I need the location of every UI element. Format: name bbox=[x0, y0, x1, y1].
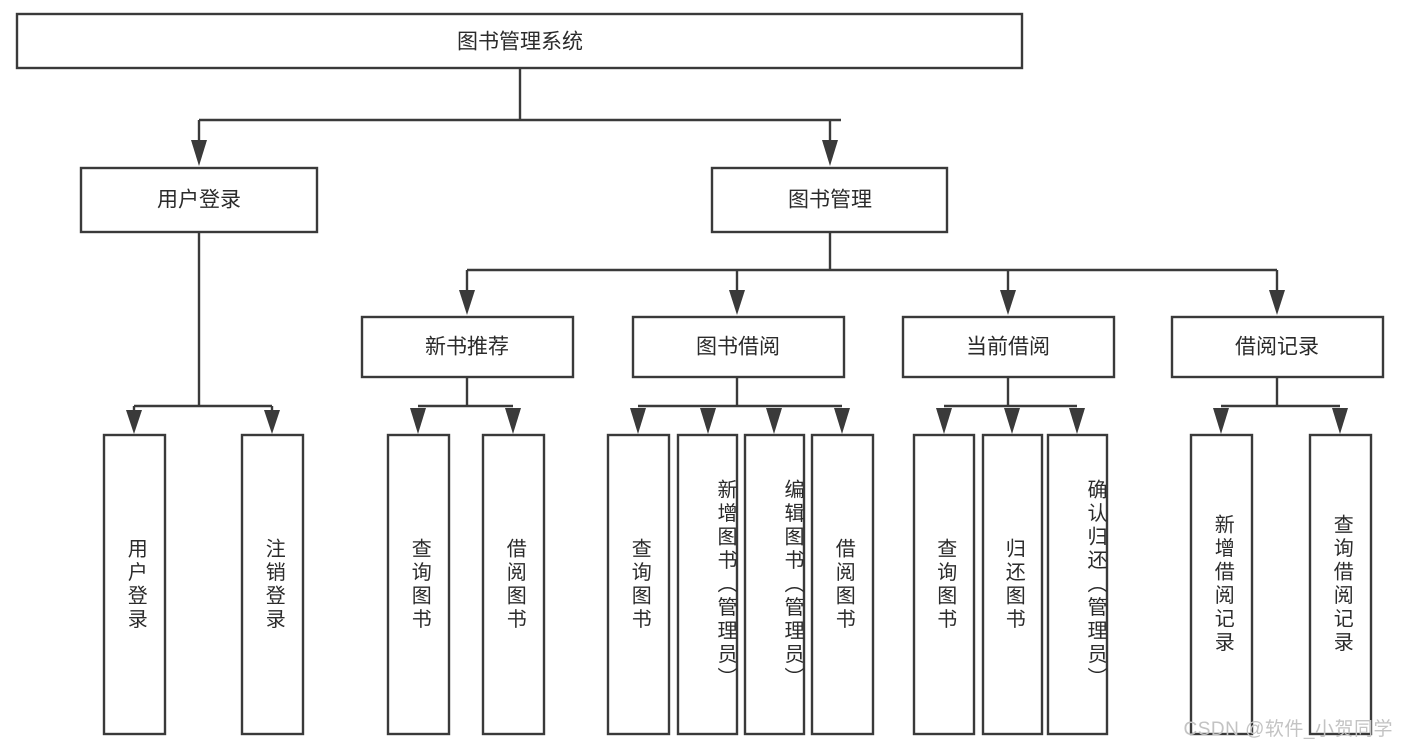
node-book-management-box[interactable] bbox=[710, 166, 949, 234]
arrow-head-bb-2 bbox=[700, 408, 716, 434]
node-book-borrow-box[interactable] bbox=[631, 315, 846, 379]
node-book-management[interactable]: 图书管理 bbox=[710, 166, 949, 234]
arrow-head-root-1 bbox=[191, 140, 207, 166]
arrow-head-br-2 bbox=[1332, 408, 1348, 434]
node-current-borrow-box[interactable] bbox=[901, 315, 1116, 379]
leaf-box-current-borrow-2[interactable] bbox=[1046, 433, 1109, 736]
leaf-box-new-book-1[interactable] bbox=[481, 433, 546, 736]
node-root-label: 图书管理系统 bbox=[457, 31, 583, 54]
connector-group-book-management bbox=[459, 232, 1285, 315]
node-current-borrow-label: 当前借阅 bbox=[966, 336, 1050, 359]
connector-group-root bbox=[191, 68, 841, 166]
arrow-head-bm-4 bbox=[1269, 290, 1285, 315]
arrow-head-bm-3 bbox=[1000, 290, 1016, 315]
arrow-head-bm-2 bbox=[729, 290, 745, 315]
node-user-login-box[interactable] bbox=[79, 166, 319, 234]
node-book-management-label: 图书管理 bbox=[788, 189, 872, 212]
leaf-box-current-borrow-0[interactable] bbox=[912, 433, 976, 736]
node-current-borrow[interactable]: 当前借阅 bbox=[901, 315, 1116, 379]
arrow-head-ul-1 bbox=[126, 410, 142, 434]
leaf-box-borrow-record-0[interactable] bbox=[1189, 433, 1254, 736]
leaf-box-current-borrow-1[interactable] bbox=[981, 433, 1044, 736]
arrow-head-cb-1 bbox=[936, 408, 952, 434]
node-new-book-recommend[interactable]: 新书推荐 bbox=[360, 315, 575, 379]
node-new-book-recommend-label: 新书推荐 bbox=[425, 336, 509, 359]
arrow-head-nb-2 bbox=[505, 408, 521, 434]
connector-group-user-login bbox=[126, 232, 280, 434]
leaf-box-book-borrow-1[interactable] bbox=[676, 433, 739, 736]
node-user-login-label: 用户登录 bbox=[157, 189, 241, 212]
arrow-head-bb-4 bbox=[834, 408, 850, 434]
arrow-head-cb-3 bbox=[1069, 408, 1085, 434]
node-user-login[interactable]: 用户登录 bbox=[79, 166, 319, 234]
node-borrow-record[interactable]: 借阅记录 bbox=[1170, 315, 1385, 379]
leaf-box-book-borrow-3[interactable] bbox=[810, 433, 875, 736]
node-borrow-record-label: 借阅记录 bbox=[1235, 336, 1319, 359]
arrow-head-nb-1 bbox=[410, 408, 426, 434]
arrow-head-root-2 bbox=[822, 140, 838, 166]
leaf-box-borrow-record-1[interactable] bbox=[1308, 433, 1373, 736]
leaf-box-book-borrow-2[interactable] bbox=[743, 433, 806, 736]
node-new-book-recommend-box[interactable] bbox=[360, 315, 575, 379]
leaf-box-user-login-0[interactable] bbox=[102, 433, 167, 736]
arrow-head-br-1 bbox=[1213, 408, 1229, 434]
arrow-head-ul-2 bbox=[264, 410, 280, 434]
node-root-box[interactable] bbox=[15, 12, 1024, 70]
node-root[interactable]: 图书管理系统 bbox=[15, 12, 1024, 70]
leaf-box-new-book-0[interactable] bbox=[386, 433, 451, 736]
leaf-box-book-borrow-0[interactable] bbox=[606, 433, 671, 736]
node-borrow-record-box[interactable] bbox=[1170, 315, 1385, 379]
node-book-borrow[interactable]: 图书借阅 bbox=[631, 315, 846, 379]
node-book-borrow-label: 图书借阅 bbox=[696, 336, 780, 359]
connector-group-borrow-record bbox=[1213, 377, 1348, 434]
connector-group-new-book bbox=[410, 377, 521, 434]
arrow-head-cb-2 bbox=[1004, 408, 1020, 434]
arrow-head-bb-3 bbox=[766, 408, 782, 434]
connector-group-book-borrow bbox=[630, 377, 850, 434]
arrow-head-bb-1 bbox=[630, 408, 646, 434]
leaf-box-user-login-1[interactable] bbox=[240, 433, 305, 736]
connector-group-current-borrow bbox=[936, 377, 1085, 434]
arrow-head-bm-1 bbox=[459, 290, 475, 315]
